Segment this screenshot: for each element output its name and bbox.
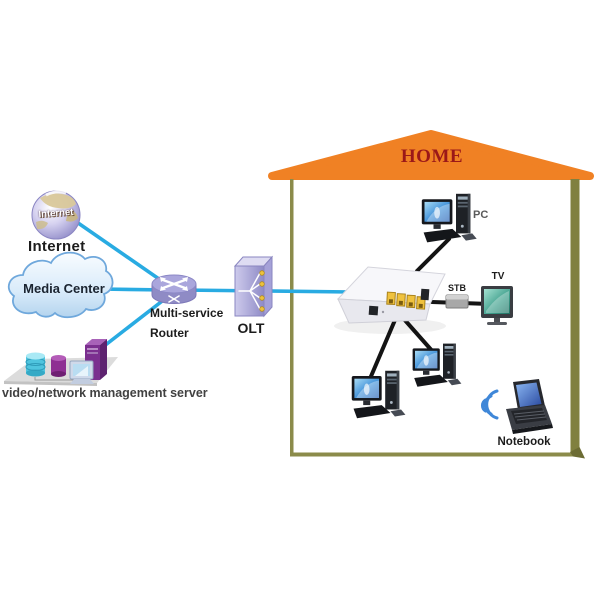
desktop-pc-icon	[351, 370, 406, 419]
media-center-label: Media Center	[23, 281, 105, 296]
cable-ont-pc-top	[415, 237, 451, 273]
ont-device-icon	[334, 266, 446, 334]
uplink-port	[420, 288, 430, 301]
stb-label: STB	[448, 283, 466, 293]
olt-box-icon	[233, 255, 274, 318]
notebook-icon	[506, 379, 553, 434]
ethernet-ports	[386, 291, 426, 310]
internet-label: Internet	[28, 238, 86, 255]
house-shape	[268, 130, 594, 459]
cable-ont-pc-right	[401, 316, 436, 355]
media-cylinder-icon	[51, 355, 66, 377]
ethernet-cables	[367, 237, 492, 383]
stb-icon	[445, 294, 469, 309]
pc-label: PC	[473, 209, 489, 221]
server-group-icon	[4, 339, 118, 386]
globe-icon	[31, 190, 81, 240]
cable-server-router	[97, 293, 172, 352]
home-label: HOME	[400, 146, 464, 167]
olt-label: OLT	[237, 320, 265, 336]
database-cylinder-icon	[25, 352, 46, 377]
wifi-signal-icon	[481, 389, 499, 420]
house-floor	[290, 452, 580, 457]
cable-internet-router	[66, 214, 174, 290]
router-icon	[151, 274, 197, 304]
cloud-icon	[7, 251, 114, 319]
workstation-icon	[69, 360, 94, 384]
roof-shape	[268, 130, 594, 180]
platform-edge	[4, 381, 97, 386]
tv-icon	[481, 286, 513, 325]
cable-ont-pc-left	[367, 318, 397, 383]
management-server-label: video/network management server	[2, 386, 208, 400]
house-wall-left	[290, 179, 294, 455]
house-wall-right	[570, 179, 580, 455]
notebook-label: Notebook	[497, 436, 551, 448]
house-corner-bevel	[570, 447, 585, 459]
tv-label: TV	[491, 271, 505, 282]
desktop-pc-icon	[412, 343, 462, 387]
desktop-pc-icon	[421, 193, 477, 243]
router-label-line1: Multi-service	[150, 306, 224, 320]
wan-port	[368, 305, 379, 316]
router-label-line2: Router	[150, 326, 189, 340]
